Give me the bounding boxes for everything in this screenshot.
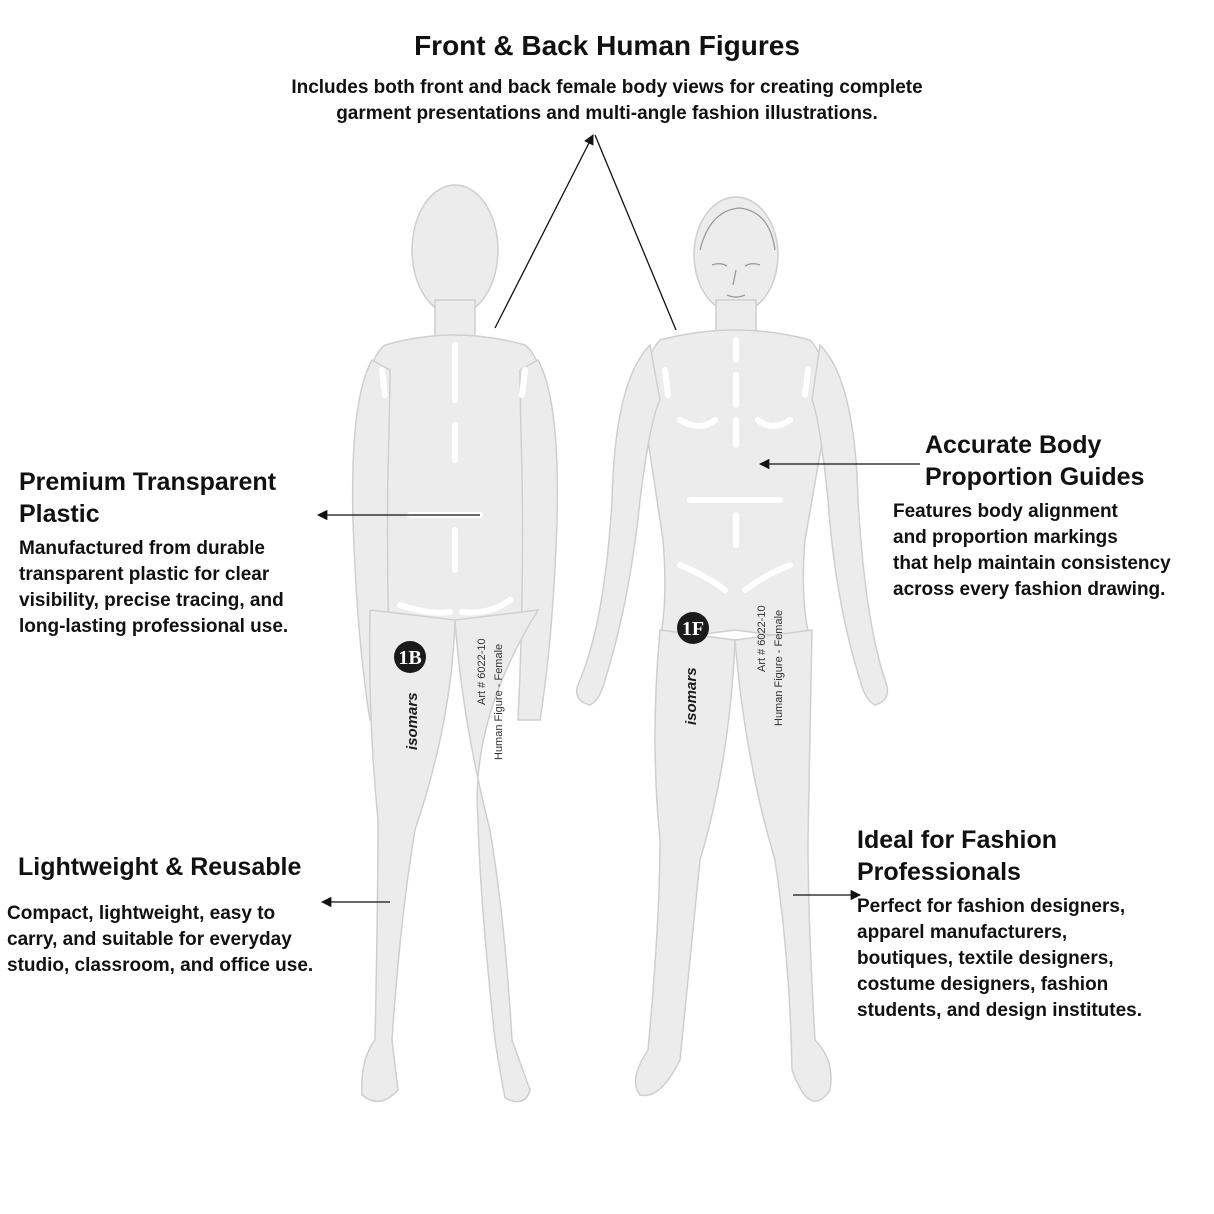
description-line: transparent plastic for clear — [19, 564, 270, 585]
description-line: Compact, lightweight, easy to — [7, 903, 276, 924]
back-figure-badge: 1B — [394, 641, 426, 673]
description-line: studio, classroom, and office use. — [7, 955, 314, 976]
description-line: Manufactured from durable — [19, 538, 265, 559]
description-line: and proportion markings — [893, 527, 1118, 548]
brand-logo: isomars — [683, 667, 700, 725]
figure-caption: Human Figure - Female — [773, 610, 785, 726]
feature-heading: Accurate Body Proportion Guides — [893, 429, 1211, 493]
feature-premium-plastic: Premium Transparent Plastic Manufactured… — [19, 466, 349, 640]
heading-line: Plastic — [19, 500, 100, 528]
description-line: long-lasting professional use. — [19, 616, 289, 637]
feature-description: Compact, lightweight, easy to carry, and… — [7, 901, 377, 979]
heading-line: Professionals — [857, 858, 1021, 886]
description-line: students, and design institutes. — [857, 1000, 1143, 1021]
heading-line: Ideal for Fashion — [857, 826, 1058, 854]
page-title: Front & Back Human Figures — [414, 30, 800, 61]
heading-line: Lightweight & Reusable — [18, 853, 302, 881]
description-line: across every fashion drawing. — [893, 579, 1166, 600]
feature-lightweight: Lightweight & Reusable Compact, lightwei… — [7, 851, 377, 979]
subtitle-line: Includes both front and back female body… — [291, 77, 923, 98]
page-subtitle: Includes both front and back female body… — [0, 75, 1214, 127]
description-line: visibility, precise tracing, and — [19, 590, 284, 611]
feature-proportion-guides: Accurate Body Proportion Guides Features… — [893, 429, 1211, 603]
feature-description: Features body alignment and proportion m… — [893, 499, 1211, 603]
brand-logo: isomars — [404, 692, 421, 750]
badge-label: 1F — [682, 618, 704, 640]
heading-line: Proportion Guides — [925, 463, 1145, 491]
art-number: Art # 6022-10 — [476, 638, 488, 705]
front-figure-badge: 1F — [677, 612, 709, 644]
badge-label: 1B — [398, 647, 421, 669]
front-figure-markings — [662, 337, 811, 593]
feature-heading: Ideal for Fashion Professionals — [857, 824, 1207, 888]
description-line: that help maintain consistency — [893, 553, 1171, 574]
description-line: carry, and suitable for everyday — [7, 929, 292, 950]
description-line: Perfect for fashion designers, — [857, 896, 1126, 917]
back-figure-template — [351, 184, 559, 1103]
feature-heading: Premium Transparent Plastic — [19, 466, 349, 530]
heading-line: Premium Transparent — [19, 468, 277, 496]
heading-line: Accurate Body — [925, 431, 1102, 459]
description-line: Features body alignment — [893, 501, 1118, 522]
feature-fashion-professionals: Ideal for Fashion Professionals Perfect … — [857, 824, 1207, 1024]
description-line: apparel manufacturers, — [857, 922, 1068, 943]
feature-heading: Lightweight & Reusable — [7, 851, 377, 883]
figure-caption: Human Figure - Female — [493, 644, 505, 760]
subtitle-line: garment presentations and multi-angle fa… — [336, 103, 878, 124]
description-line: costume designers, fashion — [857, 974, 1109, 995]
description-line: boutiques, textile designers, — [857, 948, 1114, 969]
front-figure-template — [575, 196, 889, 1102]
feature-description: Perfect for fashion designers, apparel m… — [857, 894, 1207, 1024]
pointer-lines — [316, 134, 920, 908]
feature-description: Manufactured from durable transparent pl… — [19, 536, 349, 640]
art-number: Art # 6022-10 — [756, 605, 768, 672]
front-face-details — [699, 207, 776, 298]
